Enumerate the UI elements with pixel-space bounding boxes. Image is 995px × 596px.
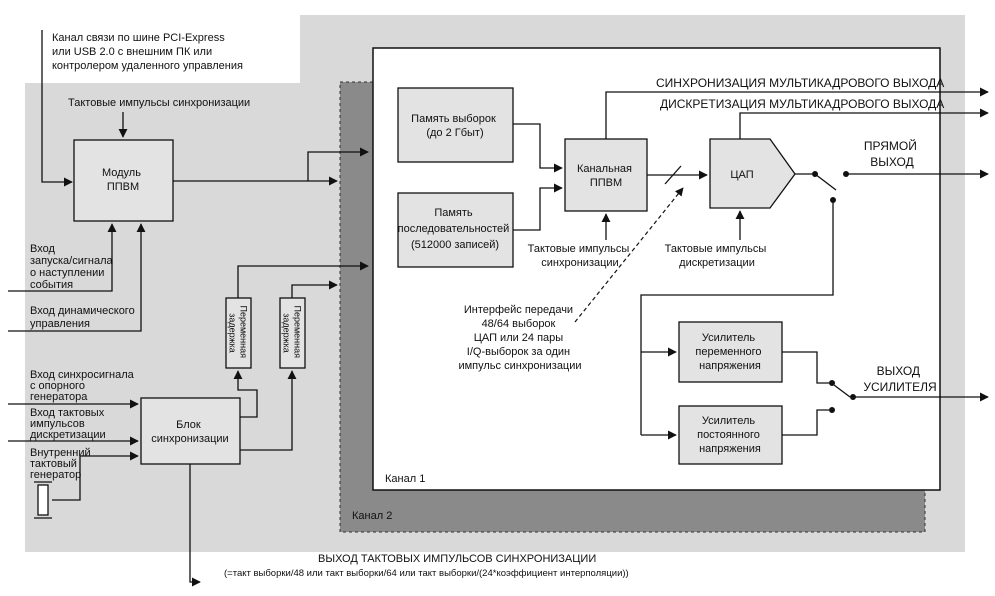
pci-link-arrow [41,30,73,187]
sync-output-formula: (=такт выборки/48 или такт выборки/64 ил… [224,568,629,579]
dac-block [709,138,796,209]
fpga-to-channel-arrow-1 [173,147,369,182]
multiframe-sampling-label: ДИСКРЕТИЗАЦИЯ МУЛЬТИКАДРОВОГО ВЫХОДА [660,97,944,111]
internal-clock-label: Внутренний тактовый генератор [30,447,94,481]
ac-amplifier-output-line [782,351,829,384]
sample-memory-to-fpga-arrow [513,123,563,173]
sync-output-arrow [189,464,201,587]
channel-sync-pulses-label: Тактовые импульсы синхронизации [528,243,633,269]
trigger-input-arrow [8,223,117,292]
ac-amplifier-label: Усилитель переменного напряжения [695,332,764,372]
amplifier-output-label: ВЫХОД УСИЛИТЕЛЯ [863,364,936,394]
internal-clock-arrow [52,451,139,501]
dac-sampling-pulses-label: Тактовые импульсы дискретизации [665,243,770,269]
channel-fpga-block [564,138,648,212]
sync-output-title: ВЫХОД ТАКТОВЫХ ИМПУЛЬСОВ СИНХРОНИЗАЦИИ [318,553,596,565]
sync-block-label: Блок синхронизации [151,419,228,445]
dynamic-control-arrow [8,223,146,332]
ac-amplifier-block [678,321,783,383]
multiframe-sync-arrow [605,87,989,139]
sampling-clock-input-label: Вход тактовых импульсов дискретизации [30,407,107,441]
variable-delay-2-label: Переменная задержка [282,305,303,360]
dac-to-amplifiers-line [640,200,834,435]
direct-output-switch [814,173,837,191]
trigger-input-label: Вход запуска/сигнала о наступлении событ… [30,243,116,291]
delay2-to-channel-arrow [291,280,338,298]
header-note: Канал связи по шине PCI-Express или USB … [52,32,243,72]
sequence-memory-to-fpga-arrow [513,183,563,231]
multiframe-sampling-arrow [739,108,989,139]
fpga-module-block [73,139,174,222]
dynamic-control-label: Вход динамического управления [30,305,138,330]
dac-label: ЦАП [730,169,753,181]
sync-pulses-top-label: Тактовые импульсы синхронизации [68,97,250,109]
sample-memory-block [397,87,514,163]
variable-delay-2-block [279,297,306,369]
ref-sync-input-label: Вход синхросигнала с опорного генератора [30,369,137,403]
channel-1-label: Канал 1 [385,473,425,485]
dc-amplifier-block [678,405,783,465]
sync-to-delay2-arrow [240,370,297,451]
interface-note: Интерфейс передачи 48/64 выборок ЦАП или… [458,304,581,372]
channel-2-label: Канал 2 [352,510,392,522]
sync-to-delay1-arrow [233,370,258,418]
amp-switch-contact-b [829,407,835,413]
sequence-memory-block [397,192,514,268]
sequence-memory-label: Память последовательностей (512000 запис… [398,207,513,251]
amp-switch-contact-a [829,380,835,386]
sync-block [140,397,241,465]
delay1-to-channel-arrow [237,261,369,298]
fpga-module-label: Модуль ППВМ [102,167,144,193]
dc-amplifier-output-line [782,409,829,436]
bus-slash [664,165,682,185]
sample-memory-label: Память выборок (до 2 Гбыт) [411,113,499,139]
variable-delay-1-label: Переменная задержка [228,305,249,360]
direct-output-label: ПРЯМОЙ ВЫХОД [864,138,920,169]
dc-amplifier-label: Усилитель постоянного напряжения [697,415,763,455]
channel-fpga-label: Канальная ППВМ [577,163,635,189]
variable-delay-1-block [225,297,252,369]
interface-note-pointer [574,187,684,323]
multiframe-sync-label: СИНХРОНИЗАЦИЯ МУЛЬТИКАДРОВОГО ВЫХОДА [656,76,944,90]
crystal-oscillator-icon [37,484,49,516]
amplifier-output-switch [833,384,851,398]
